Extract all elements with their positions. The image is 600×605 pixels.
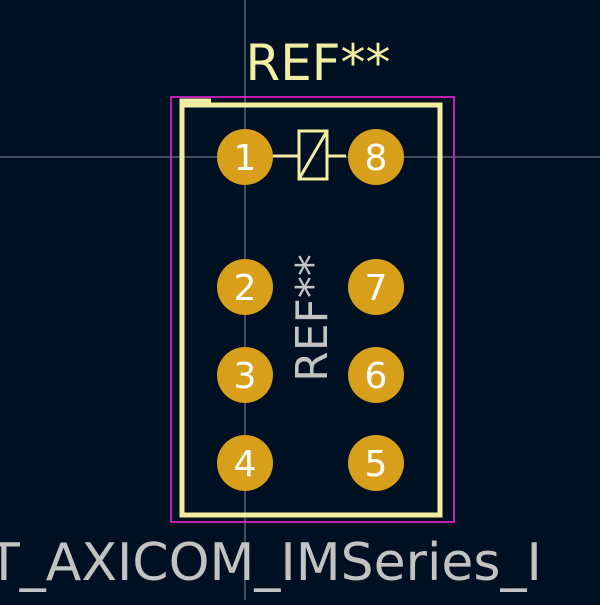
pad-number: 2 [234, 268, 257, 309]
pad-3[interactable]: 3 [217, 347, 273, 403]
pin1-marker [179, 98, 211, 132]
pad-number: 6 [365, 356, 388, 397]
reference-designator: REF** [245, 34, 390, 92]
pad-7[interactable]: 7 [348, 259, 404, 315]
relay-coil-symbol-icon [268, 129, 346, 181]
pad-number: 8 [365, 138, 388, 179]
courtyard-outline [170, 96, 455, 523]
pad-5[interactable]: 5 [348, 435, 404, 491]
silkscreen-outline [179, 102, 443, 518]
pad-1[interactable]: 1 [217, 129, 273, 185]
pad-2[interactable]: 2 [217, 259, 273, 315]
fab-reference-designator: REF** [287, 254, 338, 382]
pad-number: 1 [234, 138, 257, 179]
footprint-value: T_AXICOM_IMSeries_I [0, 533, 542, 593]
pad-number: 3 [234, 356, 257, 397]
pad-number: 5 [365, 444, 388, 485]
pad-number: 7 [365, 268, 388, 309]
pad-number: 4 [234, 444, 257, 485]
pad-4[interactable]: 4 [217, 435, 273, 491]
pad-6[interactable]: 6 [348, 347, 404, 403]
pad-8[interactable]: 8 [348, 129, 404, 185]
